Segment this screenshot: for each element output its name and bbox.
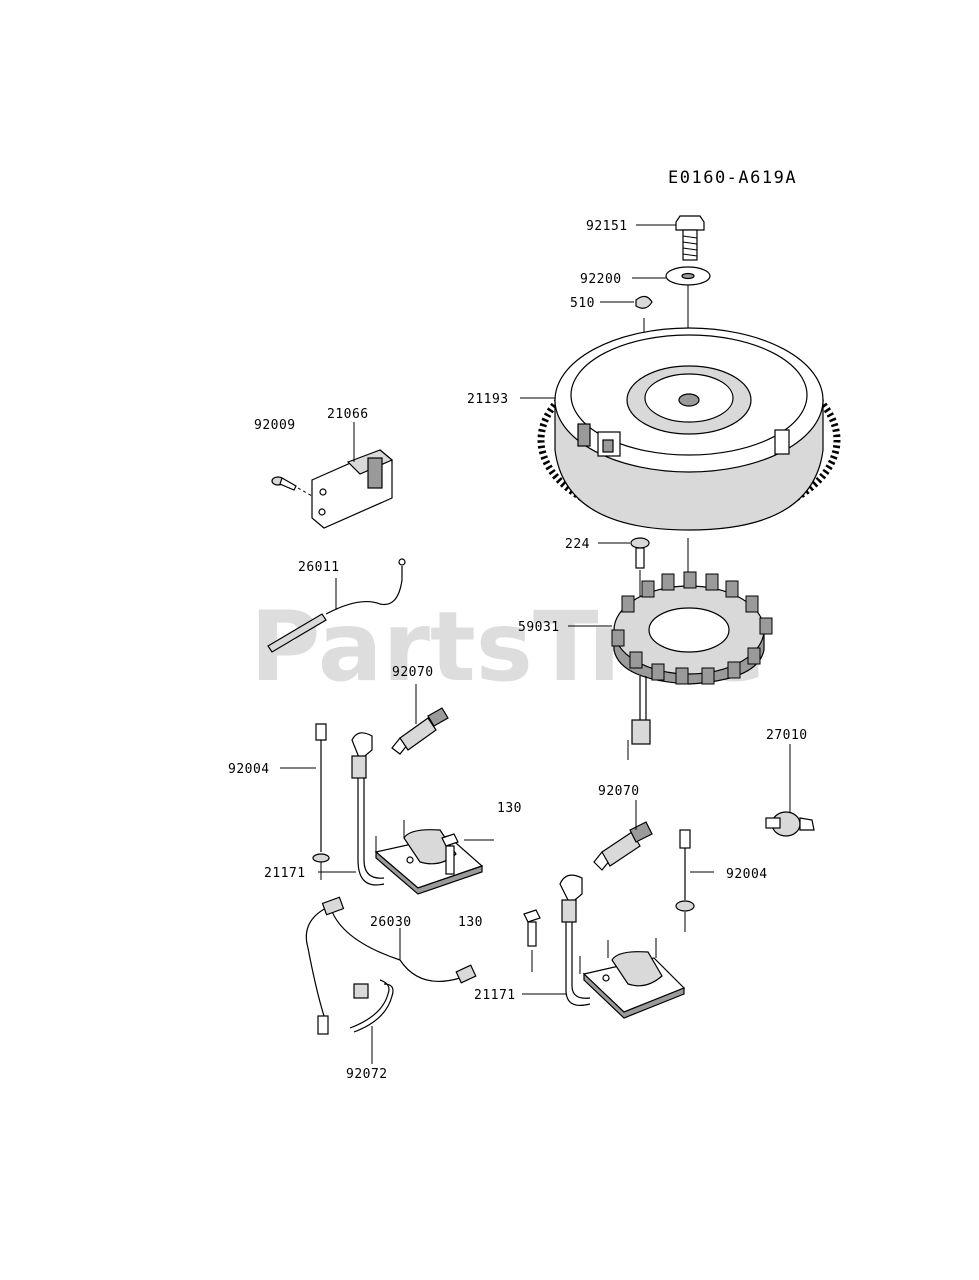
label-59031: 59031 (518, 620, 560, 635)
rectifier-21066[interactable] (311, 422, 394, 529)
label-92072: 92072 (346, 1067, 388, 1082)
screw-224[interactable] (630, 537, 650, 600)
terminal-92072[interactable] (349, 979, 394, 1064)
label-92151: 92151 (586, 219, 628, 234)
label-26030: 26030 (370, 915, 412, 930)
label-92009: 92009 (254, 418, 296, 433)
label-27010: 27010 (766, 728, 808, 743)
label-21171-left: 21171 (264, 866, 306, 881)
bolt-130-left[interactable] (441, 833, 494, 875)
label-92070-right: 92070 (598, 784, 640, 799)
label-224: 224 (565, 537, 590, 552)
key-510[interactable] (635, 295, 653, 309)
label-92004-left: 92004 (228, 762, 270, 777)
label-130-left: 130 (497, 801, 522, 816)
label-21171-right: 21171 (474, 988, 516, 1003)
ignition-coil-21171-left[interactable] (351, 732, 484, 895)
stator-59031[interactable] (611, 571, 773, 760)
screw-92009[interactable] (271, 476, 313, 497)
bolt-130-right[interactable] (523, 909, 541, 972)
label-21193: 21193 (467, 392, 509, 407)
switch-27010[interactable] (765, 744, 815, 837)
label-130-right: 130 (458, 915, 483, 930)
label-26011: 26011 (298, 560, 340, 575)
washer-92200[interactable] (665, 266, 711, 286)
label-92200: 92200 (580, 272, 622, 287)
spark-plug-92070-right[interactable] (593, 800, 653, 871)
flywheel-21193[interactable] (537, 327, 841, 531)
label-92070-left: 92070 (392, 665, 434, 680)
stud-92004-right[interactable] (675, 829, 714, 932)
stud-92004-left[interactable] (312, 723, 330, 880)
diagram-code: E0160-A619A (668, 168, 797, 188)
lead-wire-26030[interactable] (305, 896, 477, 1035)
spark-plug-92070-left[interactable] (391, 684, 449, 755)
label-510: 510 (570, 296, 595, 311)
label-21066: 21066 (327, 407, 369, 422)
bolt-92151[interactable] (675, 215, 705, 261)
lead-wire-26011[interactable] (267, 558, 406, 653)
label-92004-right: 92004 (726, 867, 768, 882)
ignition-coil-21171-right[interactable] (559, 874, 686, 1019)
